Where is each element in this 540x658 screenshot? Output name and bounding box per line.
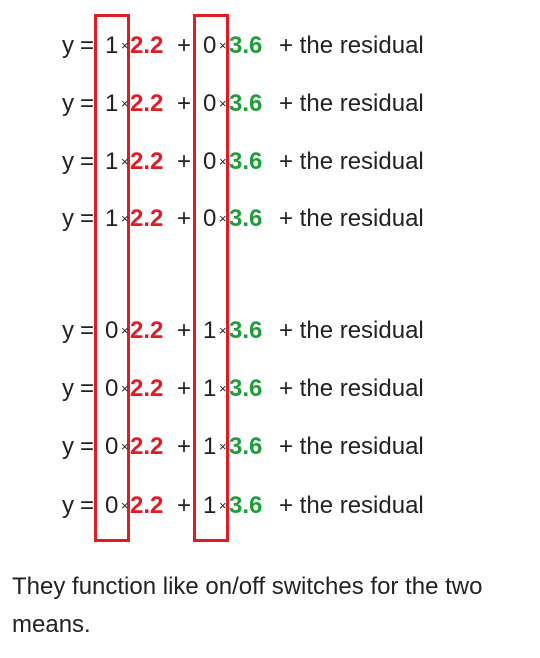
response-variable: y bbox=[62, 492, 74, 519]
switch-coefficient-1: 0 bbox=[105, 317, 119, 344]
switch-coefficient-1: 0 bbox=[105, 375, 119, 402]
plus-sign: + bbox=[177, 317, 192, 344]
response-variable: y bbox=[62, 433, 74, 460]
switch-coefficient-1: 0 bbox=[105, 433, 119, 460]
response-variable: y bbox=[62, 205, 74, 232]
caption-text: They function like on/off switches for t… bbox=[12, 573, 483, 638]
mean-2-value: 3.6 bbox=[229, 492, 263, 519]
multiply-sign: × bbox=[219, 211, 227, 226]
mean-1-value: 2.2 bbox=[130, 90, 164, 117]
multiply-sign: × bbox=[121, 323, 129, 338]
response-variable: y bbox=[62, 32, 74, 59]
equals-sign: = bbox=[80, 32, 95, 59]
mean-2-value: 3.6 bbox=[229, 433, 263, 460]
mean-2-value: 3.6 bbox=[229, 205, 263, 232]
equals-sign: = bbox=[80, 90, 95, 117]
mean-1-value: 2.2 bbox=[130, 375, 164, 402]
switch-coefficient-2: 1 bbox=[203, 433, 217, 460]
mean-2-value: 3.6 bbox=[229, 148, 263, 175]
residual-term: + the residual bbox=[279, 148, 424, 175]
residual-term: + the residual bbox=[279, 90, 424, 117]
equals-sign: = bbox=[80, 148, 95, 175]
multiply-sign: × bbox=[219, 323, 227, 338]
multiply-sign: × bbox=[219, 154, 227, 169]
switch-coefficient-2: 1 bbox=[203, 492, 217, 519]
multiply-sign: × bbox=[219, 439, 227, 454]
equals-sign: = bbox=[80, 492, 95, 519]
multiply-sign: × bbox=[121, 154, 129, 169]
multiply-sign: × bbox=[121, 439, 129, 454]
switch-coefficient-2: 0 bbox=[203, 205, 217, 232]
multiply-sign: × bbox=[219, 96, 227, 111]
mean-2-value: 3.6 bbox=[229, 32, 263, 59]
switch-coefficient-1: 0 bbox=[105, 492, 119, 519]
mean-1-value: 2.2 bbox=[130, 32, 164, 59]
switch-coefficient-1: 1 bbox=[105, 32, 119, 59]
residual-term: + the residual bbox=[279, 433, 424, 460]
multiply-sign: × bbox=[121, 381, 129, 396]
residual-term: + the residual bbox=[279, 317, 424, 344]
multiply-sign: × bbox=[121, 96, 129, 111]
plus-sign: + bbox=[177, 492, 192, 519]
switch-coefficient-1: 1 bbox=[105, 148, 119, 175]
switch-column-1-highlight bbox=[94, 14, 130, 542]
response-variable: y bbox=[62, 90, 74, 117]
multiply-sign: × bbox=[219, 38, 227, 53]
multiply-sign: × bbox=[219, 381, 227, 396]
mean-1-value: 2.2 bbox=[130, 433, 164, 460]
switch-coefficient-2: 0 bbox=[203, 90, 217, 117]
switch-coefficient-2: 1 bbox=[203, 317, 217, 344]
response-variable: y bbox=[62, 317, 74, 344]
equals-sign: = bbox=[80, 317, 95, 344]
residual-term: + the residual bbox=[279, 375, 424, 402]
residual-term: + the residual bbox=[279, 32, 424, 59]
response-variable: y bbox=[62, 148, 74, 175]
mean-1-value: 2.2 bbox=[130, 148, 164, 175]
multiply-sign: × bbox=[121, 38, 129, 53]
mean-1-value: 2.2 bbox=[130, 317, 164, 344]
equals-sign: = bbox=[80, 375, 95, 402]
residual-term: + the residual bbox=[279, 492, 424, 519]
mean-1-value: 2.2 bbox=[130, 205, 164, 232]
plus-sign: + bbox=[177, 205, 192, 232]
plus-sign: + bbox=[177, 433, 192, 460]
plus-sign: + bbox=[177, 148, 192, 175]
multiply-sign: × bbox=[219, 498, 227, 513]
mean-1-value: 2.2 bbox=[130, 492, 164, 519]
equals-sign: = bbox=[80, 205, 95, 232]
mean-2-value: 3.6 bbox=[229, 375, 263, 402]
switch-coefficient-1: 1 bbox=[105, 90, 119, 117]
residual-term: + the residual bbox=[279, 205, 424, 232]
switch-coefficient-2: 1 bbox=[203, 375, 217, 402]
switch-coefficient-2: 0 bbox=[203, 148, 217, 175]
switch-coefficient-1: 1 bbox=[105, 205, 119, 232]
multiply-sign: × bbox=[121, 498, 129, 513]
plus-sign: + bbox=[177, 375, 192, 402]
mean-2-value: 3.6 bbox=[229, 90, 263, 117]
mean-2-value: 3.6 bbox=[229, 317, 263, 344]
switch-coefficient-2: 0 bbox=[203, 32, 217, 59]
plus-sign: + bbox=[177, 90, 192, 117]
response-variable: y bbox=[62, 375, 74, 402]
plus-sign: + bbox=[177, 32, 192, 59]
switch-column-2-highlight bbox=[193, 14, 229, 542]
equals-sign: = bbox=[80, 433, 95, 460]
multiply-sign: × bbox=[121, 211, 129, 226]
